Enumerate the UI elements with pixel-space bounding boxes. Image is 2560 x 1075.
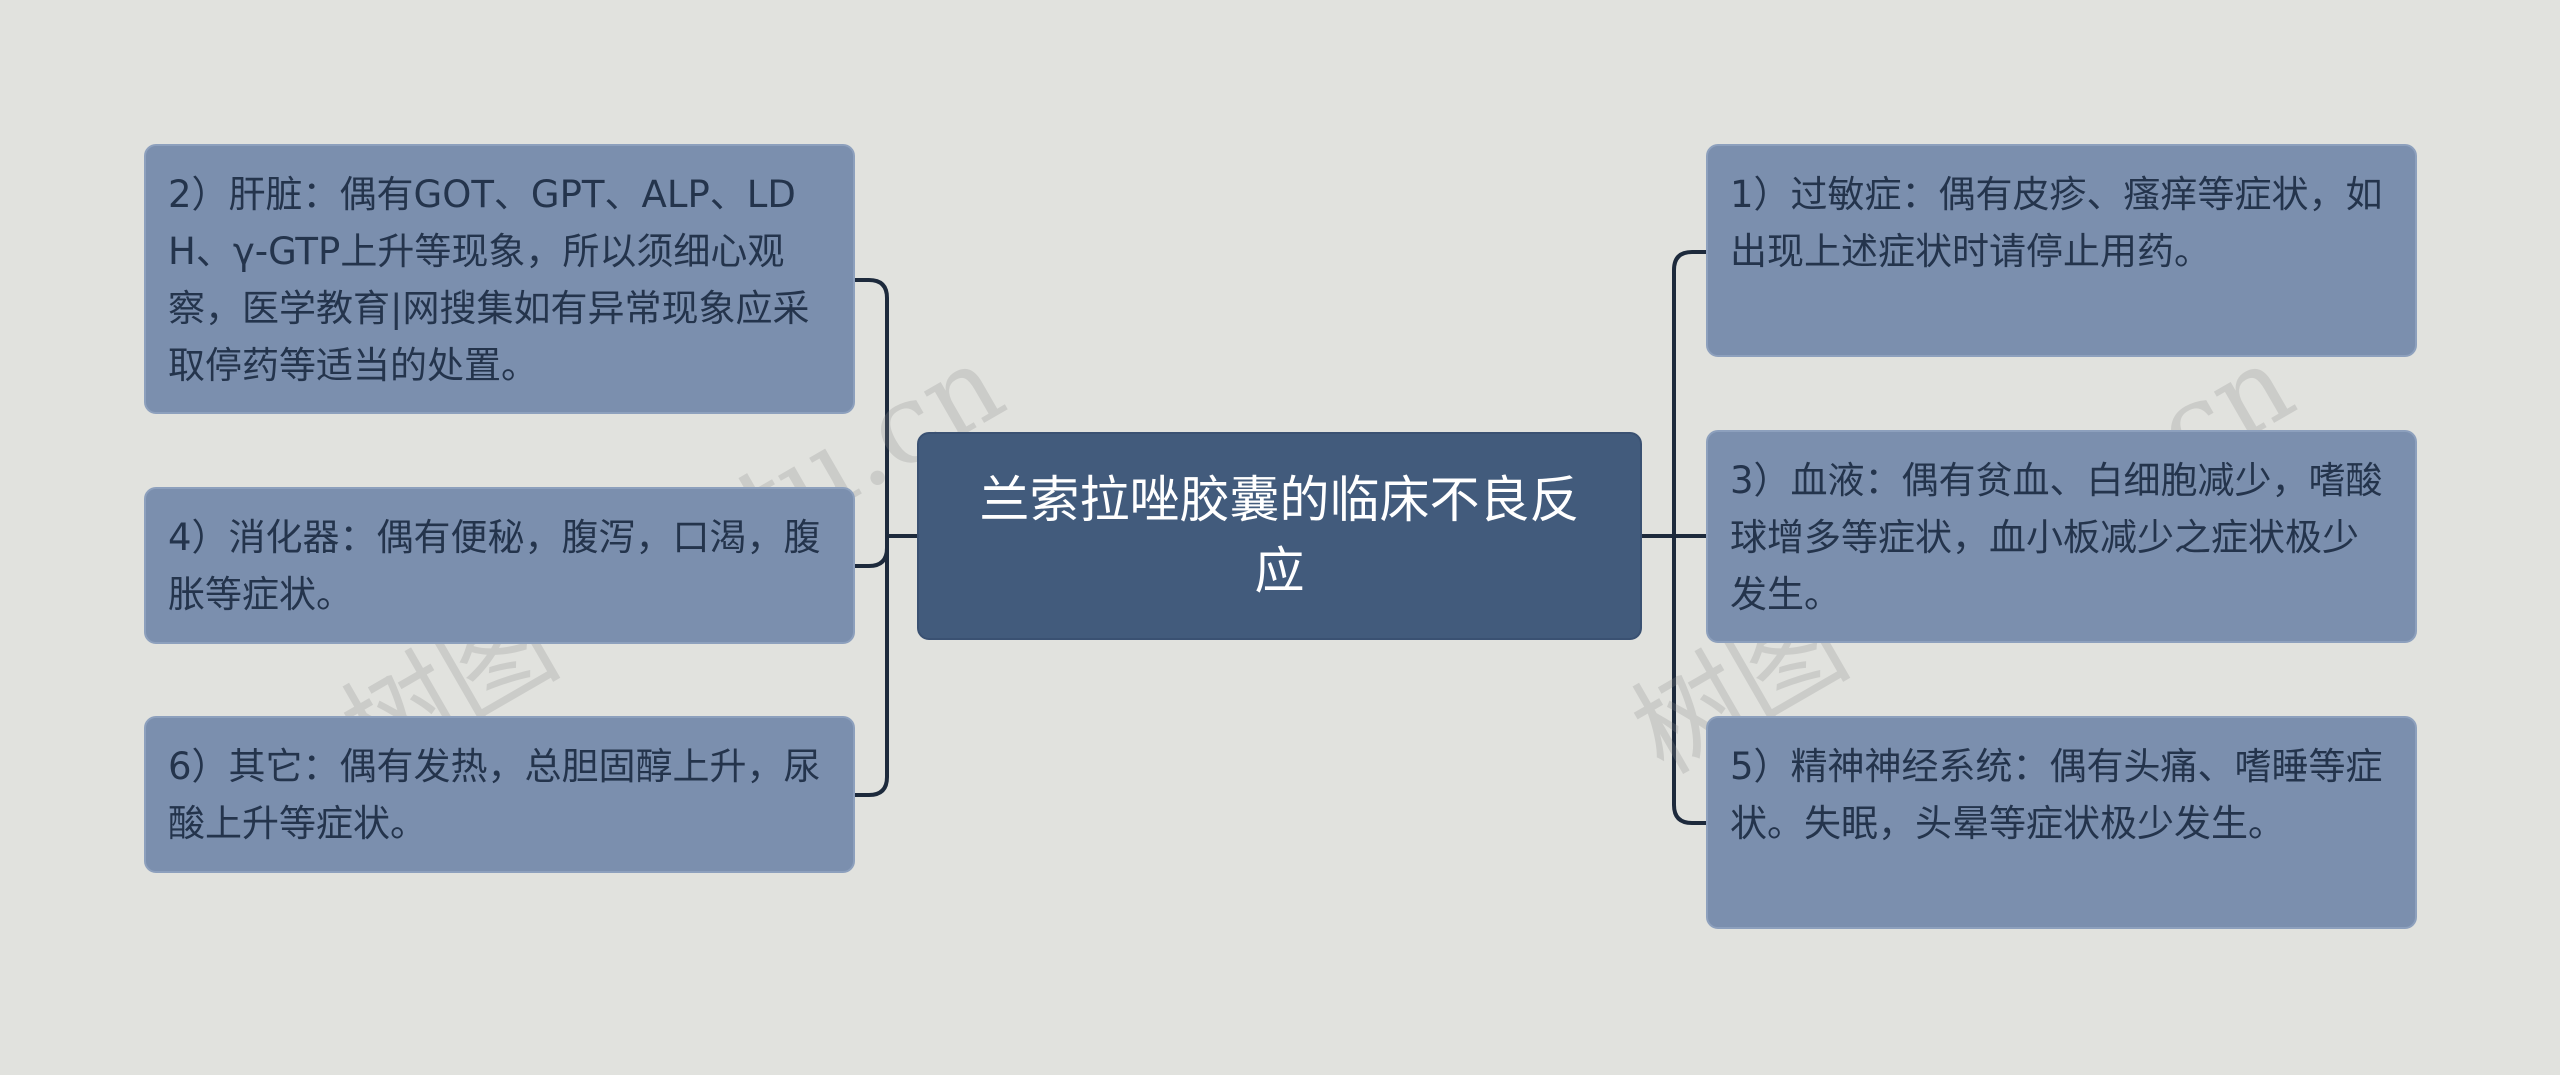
topic-blood[interactable]: 3）血液：偶有贫血、白细胞减少，嗜酸球增多等症状，血小板减少之症状极少发生。 (1706, 430, 2417, 643)
connector-right-node-3 (1672, 536, 1706, 825)
topic-label: 1）过敏症：偶有皮疹、瘙痒等症状，如出现上述症状时请停止用药。 (1730, 173, 2383, 273)
topic-digestive[interactable]: 4）消化器：偶有便秘，腹泻，口渴，腹胀等症状。 (144, 487, 855, 644)
topic-label: 3）血液：偶有贫血、白细胞减少，嗜酸球增多等症状，血小板减少之症状极少发生。 (1730, 459, 2383, 616)
topic-label: 2）肝脏：偶有GOT、GPT、ALP、LDH、γ-GTP上升等现象，所以须细心观… (168, 173, 810, 387)
topic-label: 6）其它：偶有发热，总胆固醇上升，尿酸上升等症状。 (168, 745, 821, 845)
topic-label: 4）消化器：偶有便秘，腹泻，口渴，腹胀等症状。 (168, 516, 821, 616)
topic-other[interactable]: 6）其它：偶有发热，总胆固醇上升，尿酸上升等症状。 (144, 716, 855, 873)
connector-left-node-3 (855, 536, 889, 797)
central-topic-label: 兰索拉唑胶囊的临床不良反应 (979, 471, 1580, 600)
topic-label: 5）精神神经系统：偶有头痛、嗜睡等症状。失眠，头晕等症状极少发生。 (1730, 745, 2383, 845)
connector-left-node-2 (855, 536, 889, 568)
central-topic[interactable]: 兰索拉唑胶囊的临床不良反应 (917, 432, 1642, 640)
topic-liver[interactable]: 2）肝脏：偶有GOT、GPT、ALP、LDH、γ-GTP上升等现象，所以须细心观… (144, 144, 855, 414)
connector-left-node-1 (855, 278, 889, 536)
connector-right-node-1 (1672, 250, 1706, 536)
topic-allergy[interactable]: 1）过敏症：偶有皮疹、瘙痒等症状，如出现上述症状时请停止用药。 (1706, 144, 2417, 357)
topic-neuro[interactable]: 5）精神神经系统：偶有头痛、嗜睡等症状。失眠，头晕等症状极少发生。 (1706, 716, 2417, 929)
